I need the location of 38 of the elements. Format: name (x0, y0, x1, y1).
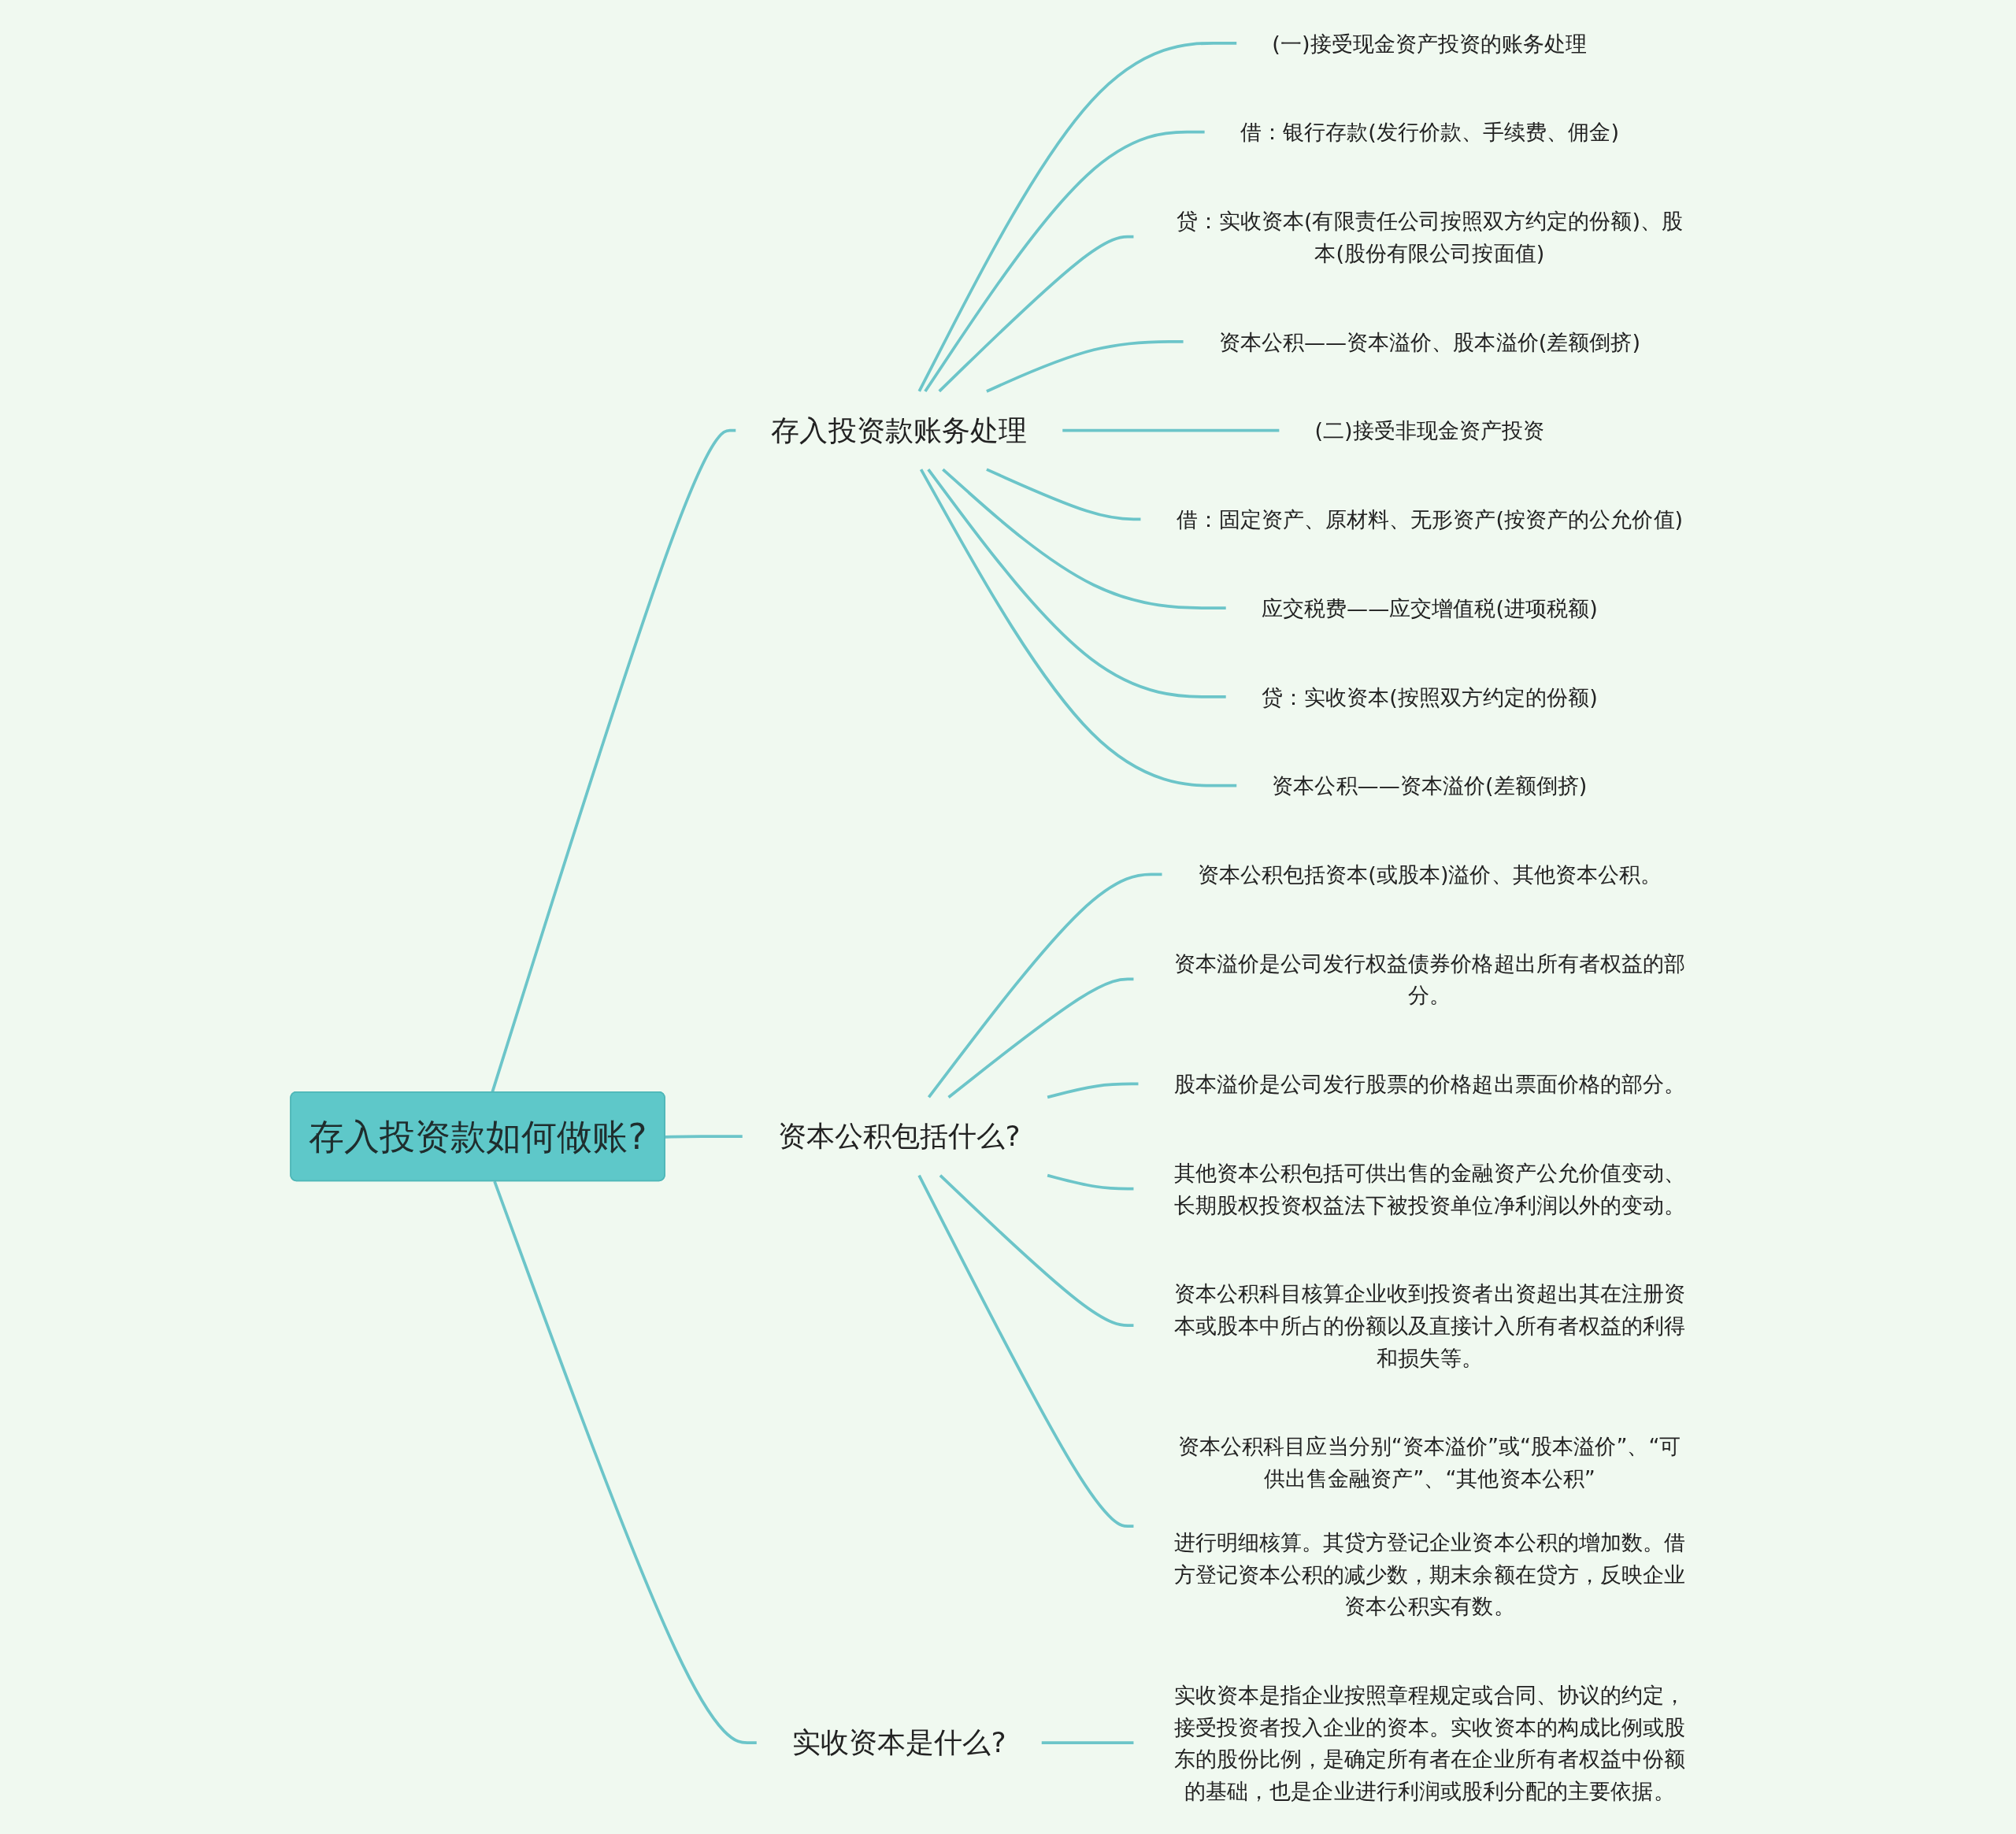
node-text: (一)接受现金资产投资的账务处理 (1272, 31, 1588, 56)
node-text: 实收资本是什么? (791, 1726, 1006, 1760)
connector (927, 873, 1162, 1099)
node-text: 资本公积科目应当分别“资本溢价”或“股本溢价”、“可供出售金融资产”、“其他资本公积” 进行明细核算。其贷方登记企业资本公积的增加数。借方登记资本公积的减少数，期末余额在贷方，反映企业资本公积实有数。 (1173, 1433, 1685, 1619)
connector (941, 468, 1226, 609)
node-text: 存入投资款账务处理 (771, 413, 1027, 447)
node-text: 贷：实收资本(按照双方约定的份额) (1261, 684, 1598, 710)
connector (986, 339, 1184, 393)
node-text: 股本溢价是公司发行股票的价格超出票面价格的部分。 (1173, 1071, 1685, 1097)
connector (924, 130, 1205, 392)
node-text: 资本公积包括什么? (777, 1119, 1021, 1154)
connector (917, 1174, 1134, 1528)
connector (1047, 1082, 1139, 1099)
node-text: 借：固定资产、原材料、无形资产(按资产的公允价值) (1176, 506, 1683, 532)
connector (947, 977, 1134, 1099)
connector (493, 1180, 757, 1745)
node-text: (二)接受非现金资产投资 (1314, 417, 1545, 443)
connector (917, 42, 1237, 392)
connector (938, 235, 1134, 393)
connector (1047, 1173, 1134, 1191)
connector (986, 468, 1141, 521)
connector (1062, 428, 1280, 432)
connector (927, 469, 1226, 698)
node-text: 资本公积——资本溢价(差额倒挤) (1272, 773, 1588, 798)
node-text: 资本溢价是公司发行权益债券价格超出所有者权益的部分。 (1173, 950, 1685, 1008)
node-text: 资本公积包括资本(或股本)溢价、其他资本公积。 (1197, 861, 1662, 887)
connector (919, 469, 1237, 787)
connector (1041, 1741, 1134, 1745)
node-text: 资本公积科目核算企业收到投资者出资超出其在注册资本或股本中所占的份额以及直接计入所有者权益的利得和损失等。 (1173, 1280, 1685, 1370)
connector (939, 1174, 1134, 1328)
connector (665, 1135, 743, 1139)
node-text: 贷：实收资本(有限责任公司按照双方约定的份额)、股本(股份有限公司按面值) (1176, 208, 1683, 265)
node-text: 资本公积——资本溢价、股本溢价(差额倒挤) (1218, 328, 1640, 354)
node-text: 其他资本公积包括可供出售的金融资产公允价值变动、长期股权投资权益法下被投资单位净利润以外的变动。 (1173, 1160, 1685, 1217)
node-text: 实收资本是指企业按照章程规定或合同、协议的约定，接受投资者投入企业的资本。实收资本的构成比例或股东的股份比例，是确定所有者在企业所有者权益中份额的基础，也是企业进行利润或股利分配的主要依据。 (1173, 1682, 1685, 1803)
node-text: 应交税费——应交增值税(进项税额) (1261, 595, 1598, 621)
node-text: 借：银行存款(发行价款、手续费、佣金) (1240, 119, 1619, 145)
connector (491, 428, 736, 1093)
